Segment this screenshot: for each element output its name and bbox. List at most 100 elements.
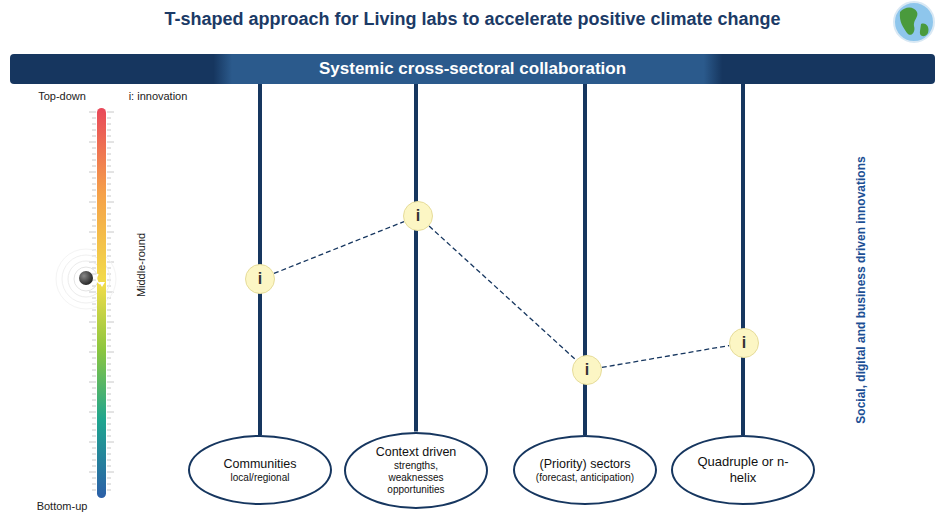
innovation-i: i xyxy=(585,360,589,379)
scale-tick xyxy=(92,220,96,221)
scale-tick xyxy=(92,214,96,215)
scale-tick xyxy=(107,178,111,179)
pillar-line xyxy=(258,84,262,435)
scale-tick xyxy=(92,460,96,461)
scale-tick xyxy=(92,346,96,347)
scale-tick xyxy=(92,334,96,335)
pillar-line xyxy=(741,84,745,435)
scale-tick xyxy=(89,322,96,323)
scale-tick xyxy=(92,316,96,317)
scale-tick xyxy=(89,112,96,113)
scale-tick xyxy=(107,226,111,227)
scale-tick xyxy=(92,418,96,419)
ellipse-text: Context driven xyxy=(376,445,457,460)
scale-tick xyxy=(92,376,96,377)
innovation-i: i xyxy=(742,333,746,352)
scale-tick xyxy=(89,382,96,383)
scale-tick xyxy=(89,292,96,293)
scale-tick xyxy=(107,190,111,191)
scale-tick xyxy=(92,160,96,161)
scale-tick xyxy=(92,358,96,359)
diagram-title: T-shaped approach for Living labs to acc… xyxy=(0,9,945,30)
scale-tick xyxy=(92,244,96,245)
scale-tick xyxy=(92,136,96,137)
scale-tick xyxy=(92,184,96,185)
bar-label: Systemic cross-sectoral collaboration xyxy=(319,59,626,79)
scale-tick xyxy=(107,220,111,221)
scale-tick xyxy=(107,130,111,131)
scale-tick xyxy=(92,310,96,311)
scale-tick xyxy=(89,202,96,203)
scale-tick xyxy=(107,460,111,461)
scale-tick xyxy=(107,442,114,443)
scale-bottom-label: Bottom-up xyxy=(37,500,88,512)
scale-tick xyxy=(107,490,111,491)
scale-tick xyxy=(92,178,96,179)
scale-tick xyxy=(107,340,111,341)
scale-tick xyxy=(107,370,111,371)
pillar-ellipse: Communitieslocal/regional xyxy=(188,435,332,505)
scale-tick xyxy=(92,484,96,485)
scale-tick xyxy=(107,406,111,407)
scale-tick xyxy=(107,196,111,197)
ellipse-text: Communities xyxy=(224,457,297,472)
scale-tick xyxy=(89,412,96,413)
scale-tick xyxy=(107,400,111,401)
scale-tick xyxy=(107,154,111,155)
scale-tick xyxy=(107,214,111,215)
scale-tick xyxy=(107,316,111,317)
collaboration-bar: Systemic cross-sectoral collaboration xyxy=(10,54,935,84)
scale-tick xyxy=(92,406,96,407)
scale-tick xyxy=(107,436,111,437)
scale-tick xyxy=(107,430,111,431)
scale-tick xyxy=(92,154,96,155)
scale-tick xyxy=(92,466,96,467)
scale-tick xyxy=(107,358,111,359)
scale-tick xyxy=(92,166,96,167)
scale-tick xyxy=(107,472,114,473)
ellipse-text: Quadruple or n-helix xyxy=(693,454,793,485)
scale-tick xyxy=(107,160,111,161)
pillar-line xyxy=(414,84,418,432)
scale-tick xyxy=(89,232,96,233)
pillar-ellipse: Context drivenstrengths, weaknesses oppo… xyxy=(344,432,488,509)
scale-tick xyxy=(107,418,111,419)
scale-middle-label: Middle-round xyxy=(135,233,147,297)
innovation-link xyxy=(602,346,729,368)
scale-tick xyxy=(92,238,96,239)
scale-tick xyxy=(92,478,96,479)
scale-tick xyxy=(107,388,111,389)
scale-tick xyxy=(89,472,96,473)
scale-tick xyxy=(107,136,111,137)
scale-tick xyxy=(107,232,114,233)
scale-tick xyxy=(92,400,96,401)
scale-tick xyxy=(107,112,114,113)
scale-tick xyxy=(107,424,111,425)
scale-tick xyxy=(107,310,111,311)
scale-tick xyxy=(107,376,111,377)
scale-tick xyxy=(107,172,114,173)
scale-tick xyxy=(92,370,96,371)
scale-tick xyxy=(107,304,111,305)
scale-tick xyxy=(107,238,111,239)
scale-tick xyxy=(107,202,114,203)
scale-tick xyxy=(89,172,96,173)
scale-tick xyxy=(92,226,96,227)
legend-note: i: innovation xyxy=(129,90,188,102)
scale-tick xyxy=(107,334,111,335)
innovation-marker: i xyxy=(403,201,433,231)
scale-tick xyxy=(92,274,96,275)
scale-tick xyxy=(107,142,114,143)
scale-tick xyxy=(92,424,96,425)
scale-tick xyxy=(89,142,96,143)
scale-tick xyxy=(107,478,111,479)
pillar-ellipse: (Priority) sectors(forecast, anticipatio… xyxy=(513,435,657,505)
scale-tick xyxy=(92,436,96,437)
globe-icon xyxy=(894,2,934,42)
scale-tick xyxy=(92,394,96,395)
innovation-link xyxy=(274,222,404,274)
scale-tick xyxy=(107,184,111,185)
scale-tick xyxy=(107,466,111,467)
ellipse-text: local/regional xyxy=(231,472,290,484)
scale-tick xyxy=(92,448,96,449)
